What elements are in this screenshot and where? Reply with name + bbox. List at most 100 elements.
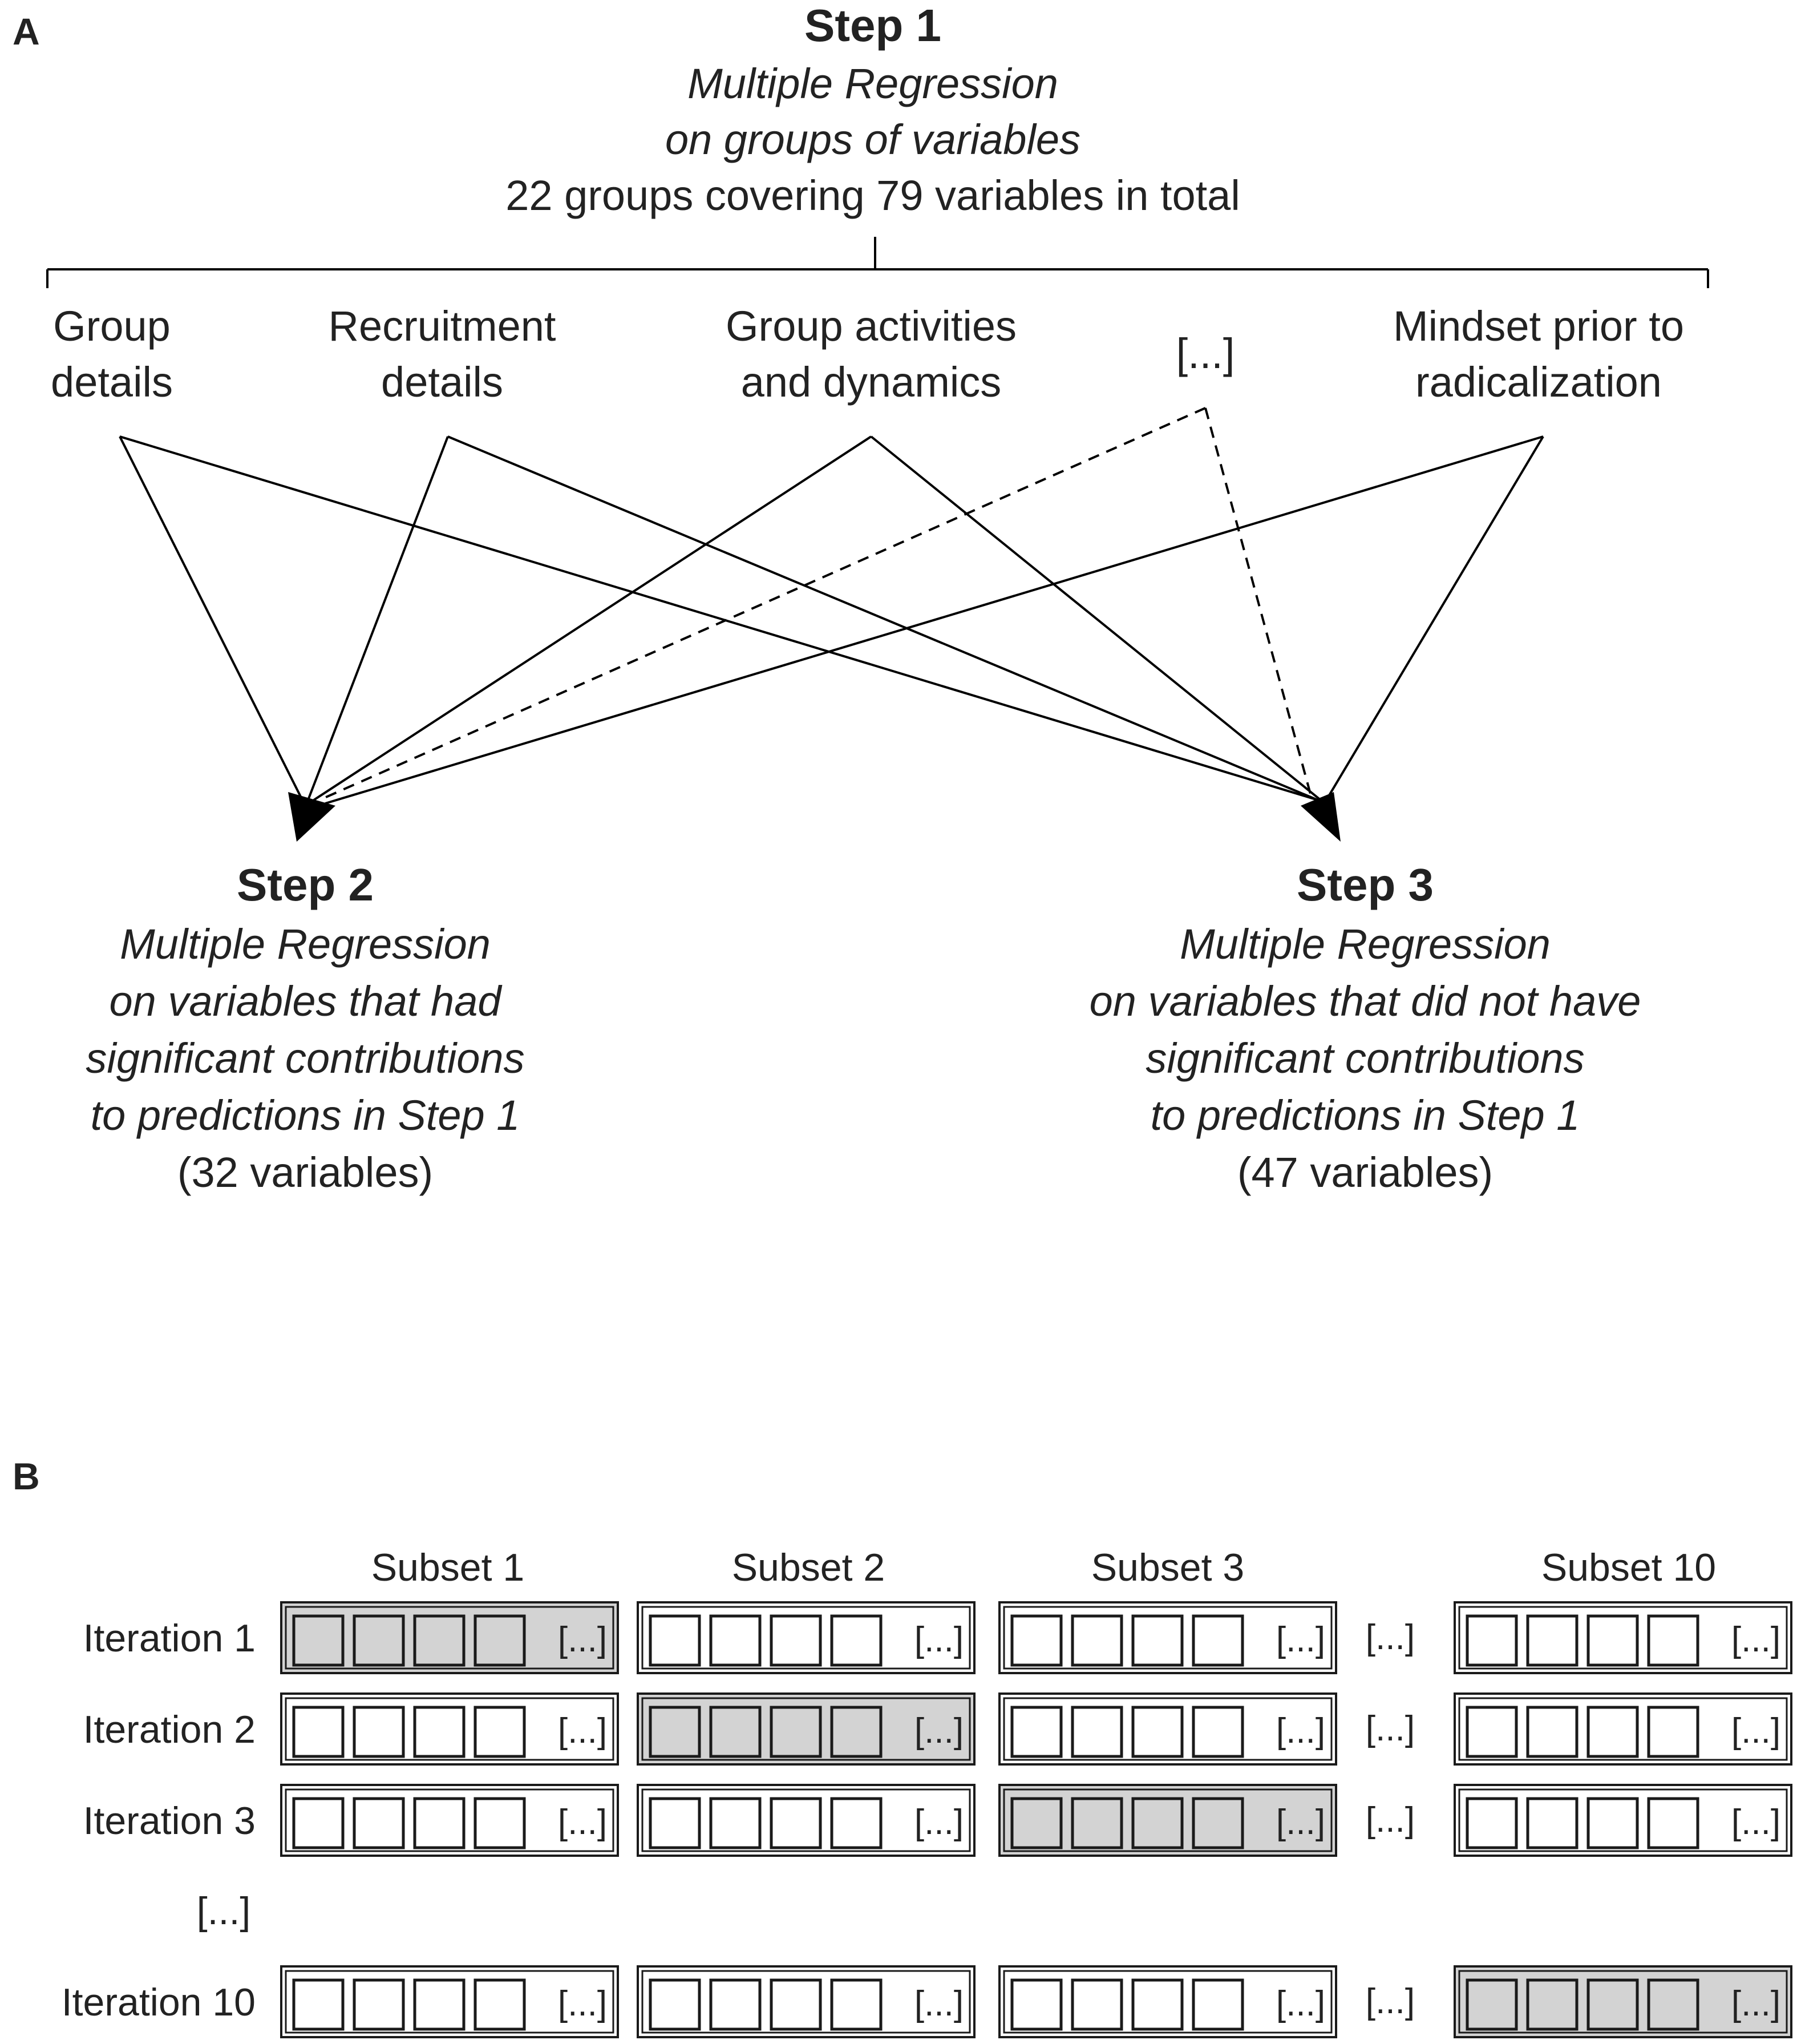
variable-cell — [649, 1978, 701, 2031]
variable-cell — [649, 1706, 701, 1758]
iteration-row: Iteration 2[...][...][...][...][...] — [83, 1692, 1792, 1766]
group-label-group-details-1: Group — [53, 302, 171, 350]
iteration-row: Iteration 3[...][...][...][...][...] — [83, 1784, 1792, 1857]
variable-cell — [770, 1797, 822, 1849]
step2-line1: Multiple Regression — [120, 920, 491, 968]
group-label-activities-2: and dynamics — [741, 358, 1002, 406]
connector-ellipsis-to-step3 — [1204, 407, 1313, 801]
subset-box-outline — [280, 1692, 619, 1766]
cell-ellipsis: [...] — [1731, 1803, 1780, 1842]
subset-box: [...] — [637, 1601, 976, 1674]
subset-box-inner — [641, 1606, 971, 1670]
variable-cell — [413, 1706, 466, 1758]
subset-box: [...] — [998, 1601, 1337, 1674]
variable-cell — [1131, 1706, 1184, 1758]
variable-cell — [830, 1706, 883, 1758]
panel-b-label: B — [13, 1455, 40, 1497]
iteration-row: Iteration 1[...][...][...][...][...] — [83, 1601, 1792, 1674]
subset-box-outline — [280, 1784, 619, 1857]
variable-cell — [1586, 1797, 1639, 1849]
variable-cell — [1071, 1614, 1123, 1667]
variable-cell — [413, 1978, 466, 2031]
variable-cell — [1647, 1614, 1699, 1667]
subset-box-highlighted: [...] — [637, 1692, 976, 1766]
subset-box-inner — [1003, 1970, 1333, 2034]
row-gap-ellipsis: [...] — [197, 1889, 250, 1933]
subset-box-inner — [641, 1697, 971, 1761]
step2-arrowhead — [288, 792, 335, 842]
variable-cell — [1647, 1706, 1699, 1758]
iteration-label: Iteration 10 — [62, 1981, 256, 2024]
variable-cell — [1466, 1797, 1518, 1849]
step2-block: Step 2 Multiple Regression on variables … — [86, 859, 524, 1196]
iteration-grid: Iteration 1[...][...][...][...][...]Iter… — [62, 1601, 1792, 2038]
variable-cell — [770, 1706, 822, 1758]
group-label-recruitment-1: Recruitment — [329, 302, 556, 350]
step2-title: Step 2 — [237, 859, 374, 910]
subset-box-inner — [641, 1970, 971, 2034]
variable-cell — [1192, 1978, 1244, 2031]
subset-box-inner — [1003, 1606, 1333, 1670]
cell-ellipsis: [...] — [558, 1803, 607, 1842]
cell-ellipsis: [...] — [914, 1711, 964, 1751]
variable-cell — [1647, 1978, 1699, 2031]
variable-cell — [709, 1978, 762, 2031]
variable-cell — [353, 1706, 405, 1758]
step3-arrowhead — [1301, 792, 1341, 842]
variable-cell — [709, 1706, 762, 1758]
step2-count: (32 variables) — [177, 1149, 433, 1196]
variable-cell — [1071, 1706, 1123, 1758]
subset-header-3: Subset 3 — [1091, 1546, 1244, 1589]
subset-box: [...] — [1454, 1601, 1792, 1674]
variable-cell — [1010, 1614, 1063, 1667]
variable-cell — [770, 1978, 822, 2031]
cell-ellipsis: [...] — [1731, 1984, 1780, 2023]
variable-cell — [830, 1978, 883, 2031]
subset-header-10: Subset 10 — [1541, 1546, 1716, 1589]
variable-cell — [1010, 1706, 1063, 1758]
step2-line2: on variables that had — [109, 977, 503, 1025]
panel-a-label: A — [13, 10, 40, 52]
variable-cell — [292, 1706, 345, 1758]
subset-box-outline — [1454, 1784, 1792, 1857]
step1-detail: 22 groups covering 79 variables in total — [505, 172, 1240, 219]
variable-cell — [770, 1614, 822, 1667]
subset-box-outline — [1454, 1965, 1792, 2038]
step3-line2: on variables that did not have — [1090, 977, 1641, 1025]
variable-cell — [413, 1797, 466, 1849]
variable-cell — [473, 1614, 526, 1667]
cell-ellipsis: [...] — [558, 1984, 607, 2023]
variable-cell — [473, 1978, 526, 2031]
variable-cell — [1647, 1797, 1699, 1849]
variable-cell — [1466, 1706, 1518, 1758]
step3-title: Step 3 — [1297, 859, 1434, 910]
subset-box-inner — [1458, 1788, 1788, 1852]
cell-ellipsis: [...] — [1276, 1711, 1325, 1751]
subset-box-inner — [285, 1970, 614, 2034]
step3-line3: significant contributions — [1146, 1035, 1584, 1082]
variable-cell — [413, 1614, 466, 1667]
subset-box-inner — [285, 1697, 614, 1761]
iteration-label: Iteration 2 — [83, 1708, 256, 1751]
groups-bracket — [46, 237, 1709, 288]
variable-cell — [1526, 1978, 1579, 2031]
step1-subtitle-line1: Multiple Regression — [687, 60, 1058, 107]
step3-block: Step 3 Multiple Regression on variables … — [1090, 859, 1641, 1196]
cell-ellipsis: [...] — [558, 1711, 607, 1751]
connector-activities-to-step2 — [313, 435, 872, 801]
step3-line1: Multiple Regression — [1180, 920, 1551, 968]
connector-lines — [119, 407, 1544, 805]
subset-box-outline — [280, 1601, 619, 1674]
group-label-ellipsis: [...] — [1176, 330, 1235, 377]
cell-ellipsis: [...] — [1276, 1984, 1325, 2023]
variable-cell — [1192, 1797, 1244, 1849]
cell-ellipsis: [...] — [914, 1620, 964, 1659]
iteration-label: Iteration 3 — [83, 1799, 256, 1843]
step1-block: Step 1 Multiple Regression on groups of … — [505, 0, 1240, 219]
subset-box-inner — [1458, 1697, 1788, 1761]
step1-subtitle-line2: on groups of variables — [665, 116, 1080, 163]
subset-header-1: Subset 1 — [371, 1546, 524, 1589]
variable-cell — [1010, 1797, 1063, 1849]
variable-cell — [1192, 1614, 1244, 1667]
